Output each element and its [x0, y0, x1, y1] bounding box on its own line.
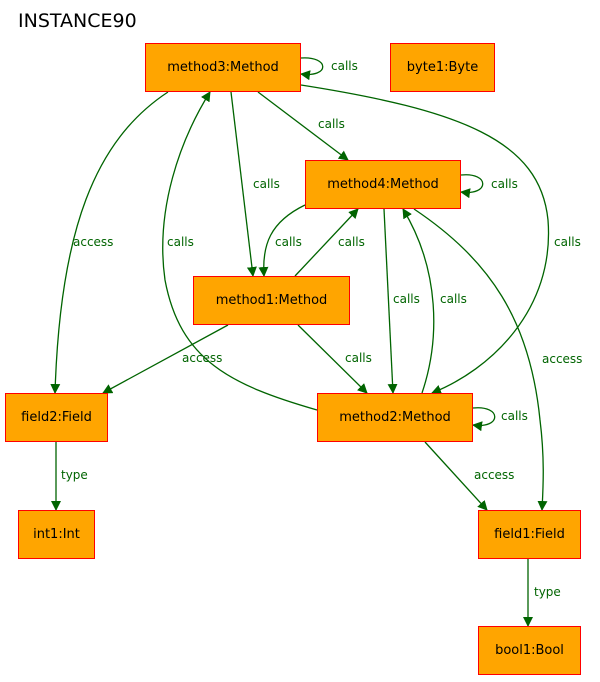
edge-label: type — [61, 468, 88, 482]
edge-label: calls — [393, 292, 420, 306]
edge-m3-m2: calls — [300, 84, 581, 395]
edge-line — [257, 91, 349, 161]
node-field1[interactable]: field1:Field — [478, 510, 581, 559]
edge-label: access — [542, 352, 582, 366]
edge-m3-m4: calls — [257, 91, 349, 161]
edge-m2-m3: calls — [162, 91, 318, 411]
edge-m3-f2: access — [50, 91, 169, 394]
edge-m2-f1: access — [424, 441, 514, 511]
node-field2[interactable]: field2:Field — [5, 393, 108, 442]
edge-label: calls — [275, 235, 302, 249]
edge-m2-m4: calls — [402, 208, 467, 394]
edge-label: access — [474, 468, 514, 482]
edge-line — [294, 208, 359, 277]
edge-line — [297, 324, 368, 394]
edge-line — [224, 82, 257, 277]
edge-m3-m1: calls — [224, 82, 280, 277]
edge-m4-self: calls — [460, 174, 518, 199]
edge-m1-f2: access — [102, 324, 229, 394]
edge-label: calls — [501, 409, 528, 423]
edge-label: calls — [345, 351, 372, 365]
edge-line — [413, 208, 548, 511]
edge-m1-m2: calls — [297, 324, 372, 394]
edge-line — [258, 204, 306, 277]
edge-label: calls — [253, 177, 280, 191]
edge-label: calls — [440, 292, 467, 306]
edge-label: calls — [338, 235, 365, 249]
edge-line — [472, 407, 496, 432]
edge-line — [383, 208, 398, 394]
node-byte1[interactable]: byte1:Byte — [390, 43, 495, 92]
edge-line — [102, 324, 229, 394]
edge-line — [300, 57, 324, 81]
edge-f2-i1: type — [51, 442, 88, 511]
edge-line — [300, 84, 550, 395]
edge-m4-m2: calls — [383, 208, 420, 394]
edge-m4-m1: calls — [258, 204, 306, 277]
edge-f1-b1: type — [523, 559, 561, 627]
node-bool1[interactable]: bool1:Bool — [478, 626, 581, 675]
edge-line — [162, 91, 318, 411]
edge-m3-self: calls — [300, 57, 358, 81]
edge-m4-f1: access — [413, 208, 582, 511]
node-method1[interactable]: method1:Method — [193, 276, 350, 325]
edge-m2-self: calls — [472, 407, 528, 432]
diagram-title: INSTANCE90 — [18, 10, 137, 32]
edge-label: calls — [491, 177, 518, 191]
node-method2[interactable]: method2:Method — [317, 393, 473, 442]
node-method3[interactable]: method3:Method — [145, 43, 301, 92]
edge-m1-m4: calls — [294, 208, 365, 277]
node-int1[interactable]: int1:Int — [18, 510, 95, 559]
node-method4[interactable]: method4:Method — [305, 160, 461, 209]
edge-label: type — [534, 585, 561, 599]
edge-line — [50, 91, 169, 394]
edge-label: calls — [554, 235, 581, 249]
edge-label: calls — [331, 59, 358, 73]
edge-line — [424, 441, 488, 511]
edge-line — [460, 174, 484, 199]
edge-label: calls — [167, 235, 194, 249]
edge-label: access — [182, 351, 222, 365]
edge-label: access — [73, 235, 113, 249]
edge-label: calls — [318, 117, 345, 131]
edge-line — [402, 208, 435, 394]
